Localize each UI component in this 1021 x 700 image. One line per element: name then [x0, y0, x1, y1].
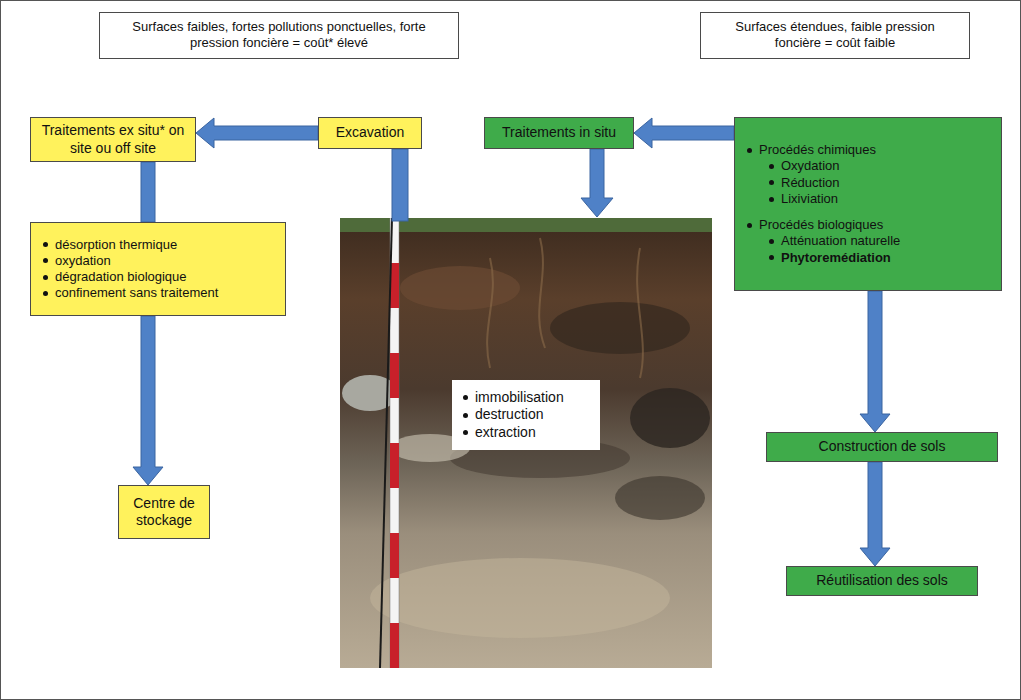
box-label: Réutilisation des sols [793, 572, 971, 590]
box-label: Construction de sols [773, 438, 991, 456]
block-arrow [141, 162, 155, 222]
block-arrow [860, 291, 890, 432]
list-box: désorption thermiqueoxydationdégradation… [30, 222, 286, 316]
bullet-dot [747, 148, 752, 153]
bullet-dot [43, 291, 48, 296]
item-text: Oxydation [781, 158, 840, 174]
item-text: Procédés biologiques [759, 217, 883, 233]
process-box: Réutilisation des sols [786, 566, 978, 596]
bullet-dot [43, 242, 48, 247]
list-item: dégradation biologique [43, 269, 273, 285]
item-text: extraction [475, 424, 536, 442]
process-box: Centre de stockage [118, 485, 210, 539]
item-text: oxydation [55, 253, 111, 269]
box-label: Surfaces étendues, faible pression fonci… [711, 19, 959, 52]
list-item: désorption thermique [43, 237, 273, 253]
list-item: Atténuation naturelle [747, 233, 989, 249]
item-text: immobilisation [475, 389, 564, 407]
process-box: Surfaces faibles, fortes pollutions ponc… [99, 12, 459, 59]
item-text: Procédés chimiques [759, 142, 876, 158]
box-label: Centre de stockage [127, 495, 201, 530]
list-box: immobilisationdestructionextraction [452, 380, 600, 450]
list-box: Procédés chimiquesOxydationRéductionLixi… [734, 117, 1002, 291]
item-text: confinement sans traitement [55, 285, 218, 301]
process-box: Traitements ex situ* on site ou off site [30, 117, 196, 162]
bullet-dot [463, 395, 468, 400]
item-text: Phytoremédiation [781, 250, 891, 266]
list-item: Réduction [747, 175, 989, 191]
item-text: destruction [475, 406, 543, 424]
bullet-dot [43, 258, 48, 263]
box-label: Surfaces faibles, fortes pollutions ponc… [110, 19, 448, 52]
bullet-dot [769, 239, 774, 244]
bullet-dot [769, 164, 774, 169]
list-item: oxydation [43, 253, 273, 269]
list-item: Oxydation [747, 158, 989, 174]
item-text: dégradation biologique [55, 269, 187, 285]
block-arrow [860, 462, 890, 566]
bullet-dot [769, 197, 774, 202]
process-box: Surfaces étendues, faible pression fonci… [700, 12, 970, 59]
bullet-dot [43, 275, 48, 280]
block-arrow [196, 118, 318, 148]
item-text: Atténuation naturelle [781, 233, 900, 249]
list-item: confinement sans traitement [43, 285, 273, 301]
list-item: immobilisation [463, 389, 589, 407]
list-item: Procédés biologiques [747, 217, 989, 233]
list-item: extraction [463, 424, 589, 442]
box-label: Excavation [325, 124, 415, 142]
item-text: désorption thermique [55, 237, 177, 253]
bullet-dot [463, 413, 468, 418]
block-arrow [634, 118, 734, 148]
process-box: Construction de sols [766, 432, 998, 462]
list-item: Lixiviation [747, 191, 989, 207]
bullet-dot [769, 180, 774, 185]
box-label: Traitements in situ [491, 124, 627, 142]
bullet-dot [463, 430, 468, 435]
process-box: Excavation [318, 117, 422, 149]
process-box: Traitements in situ [484, 117, 634, 149]
bullet-dot [747, 223, 752, 228]
list-item: Phytoremédiation [747, 250, 989, 266]
list-item: destruction [463, 406, 589, 424]
list-item: Procédés chimiques [747, 142, 989, 158]
box-label: Traitements ex situ* on site ou off site [39, 122, 187, 157]
block-arrow [133, 316, 163, 485]
item-text: Réduction [781, 175, 840, 191]
bullet-dot [769, 255, 774, 260]
item-text: Lixiviation [781, 191, 838, 207]
